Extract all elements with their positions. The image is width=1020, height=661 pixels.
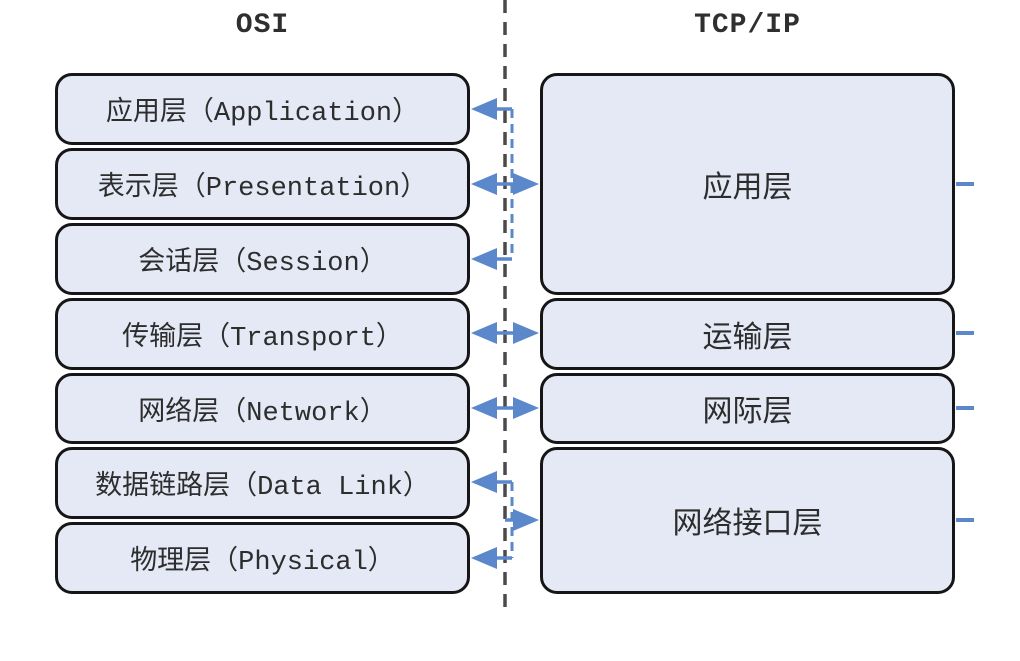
arrow-double-transport xyxy=(471,322,539,344)
osi-layer-network: 网络层（Network） xyxy=(55,373,470,444)
arrow-left-application xyxy=(471,98,512,120)
osi-layer-datalink: 数据链路层（Data Link） xyxy=(55,447,470,519)
arrow-left-physical xyxy=(471,547,512,569)
osi-layer-application: 应用层（Application） xyxy=(55,73,470,145)
arrow-left-session xyxy=(471,248,512,270)
arrow-left-datalink xyxy=(471,471,512,493)
tcpip-layer-internet: 网际层 xyxy=(540,373,955,444)
arrow-double-network xyxy=(471,397,539,419)
tcpip-layer-transport: 运输层 xyxy=(540,298,955,370)
osi-layer-physical: 物理层（Physical） xyxy=(55,522,470,594)
arrow-right-network-interface xyxy=(505,509,539,531)
osi-column-title: OSI xyxy=(235,10,290,41)
tcpip-layer-application: 应用层 xyxy=(540,73,955,295)
osi-layer-presentation: 表示层（Presentation） xyxy=(55,148,470,220)
osi-layer-transport: 传输层（Transport） xyxy=(55,298,470,370)
tcpip-column-title: TCP/IP xyxy=(694,10,801,41)
osi-layer-session: 会话层（Session） xyxy=(55,223,470,295)
tcpip-layer-network-interface: 网络接口层 xyxy=(540,447,955,594)
arrow-double-presentation xyxy=(471,173,539,195)
